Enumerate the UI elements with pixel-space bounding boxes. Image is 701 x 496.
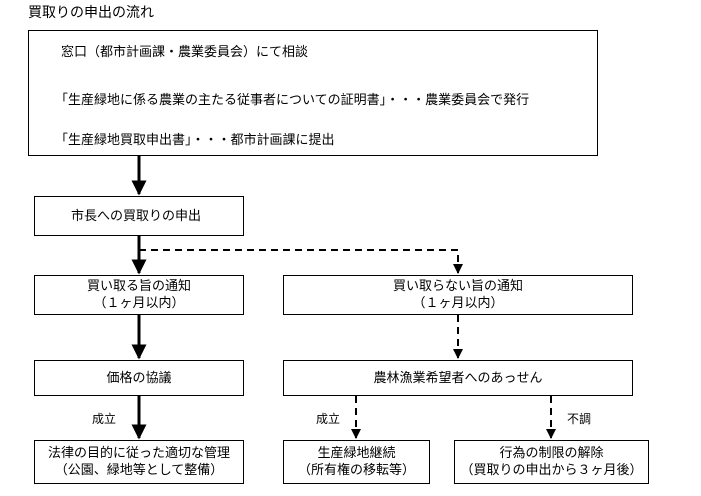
price-box: 価格の協議 xyxy=(34,360,244,396)
manage-line-2: （公園、緑地等として整備） xyxy=(54,463,224,478)
notify-nobuy-line-1: 買い取らない旨の通知 xyxy=(392,279,523,294)
mediation-box: 農林漁業希望者へのあっせん xyxy=(283,360,633,396)
price-label: 価格の協議 xyxy=(106,370,172,386)
release-box: 行為の制限の解除 （買取りの申出から３ヶ月後） xyxy=(454,440,649,484)
notify-buy-box: 買い取る旨の通知 （１ヶ月以内） xyxy=(34,275,244,315)
notify-buy-line-1: 買い取る旨の通知 xyxy=(86,279,191,294)
continue-line-2: （所有権の移転等） xyxy=(297,463,415,478)
consult-line-2: 「生産緑地に係る農業の主たる従事者についての証明書」・・・農業委員会で発行 xyxy=(55,93,530,108)
release-line-2: （買取りの申出から３ヶ月後） xyxy=(460,463,643,478)
edge-label-success-right: 成立 xyxy=(316,412,341,426)
edge-label-success-left: 成立 xyxy=(92,412,117,426)
continue-box: 生産緑地継続 （所有権の移転等） xyxy=(283,440,430,484)
apply-box: 市長への買取りの申出 xyxy=(34,196,244,236)
consult-line-3: 「生産緑地買取申出書」・・・都市計画課に提出 xyxy=(55,133,335,148)
edge-label-failure: 不調 xyxy=(567,412,592,426)
dashed-arrow-apply-to-notify-nobuy xyxy=(139,249,463,274)
manage-box: 法律の目的に従った適切な管理 （公園、緑地等として整備） xyxy=(34,440,244,484)
notify-nobuy-line-2: （１ヶ月以内） xyxy=(412,296,504,311)
consult-line-1: 窓口（都市計画課・農業委員会）にて相談 xyxy=(61,45,309,60)
consult-box: 窓口（都市計画課・農業委員会）にて相談 「生産緑地に係る農業の主たる従事者につい… xyxy=(28,30,598,156)
notify-buy-line-2: （１ヶ月以内） xyxy=(93,296,185,311)
manage-line-1: 法律の目的に従った適切な管理 xyxy=(47,446,230,461)
notify-nobuy-box: 買い取らない旨の通知 （１ヶ月以内） xyxy=(283,275,633,315)
mediation-label: 農林漁業希望者へのあっせん xyxy=(373,370,543,386)
diagram-title: 買取りの申出の流れ xyxy=(28,5,154,21)
apply-label: 市長への買取りの申出 xyxy=(71,208,202,224)
continue-line-1: 生産緑地継続 xyxy=(317,446,396,461)
release-line-1: 行為の制限の解除 xyxy=(499,446,604,461)
